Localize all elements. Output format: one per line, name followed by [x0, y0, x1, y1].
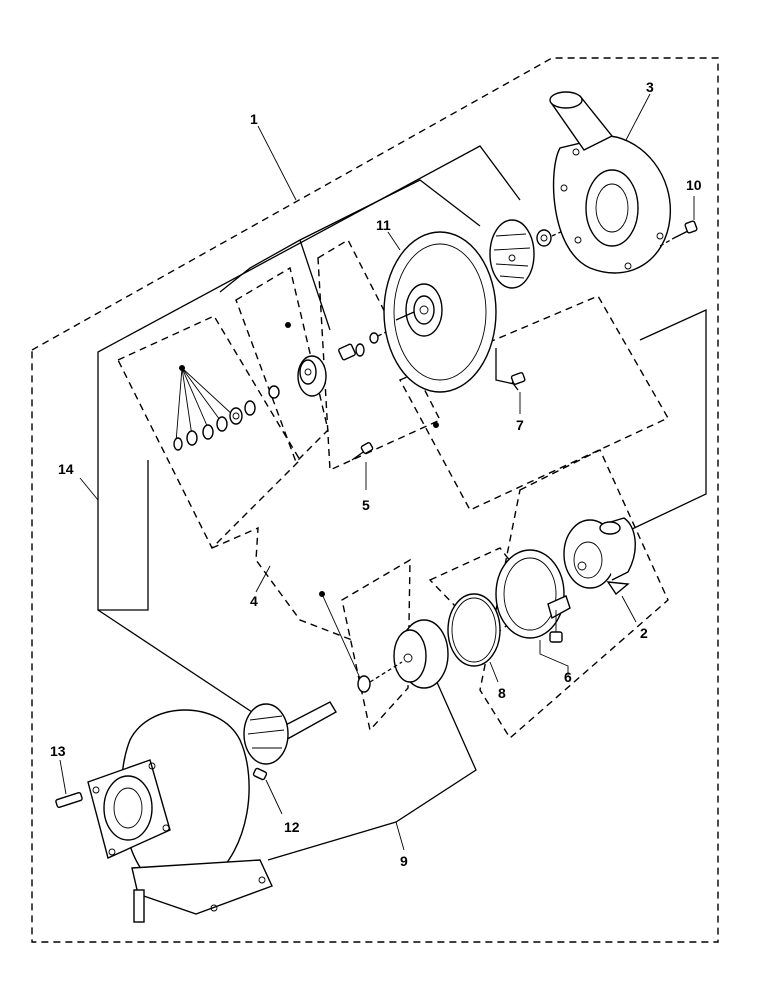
thrust-collar	[297, 355, 327, 397]
bracket-14-lower	[97, 609, 259, 717]
callout-12: 12	[284, 819, 300, 835]
callout-10: 10	[686, 177, 702, 193]
leader-1	[257, 125, 297, 201]
compressor-backplate	[383, 231, 497, 393]
callout-2: 2	[640, 625, 648, 641]
seal-ring-set	[173, 367, 280, 451]
turbine-housing	[87, 709, 273, 923]
callout-8: 8	[498, 685, 506, 701]
bearing-screw	[338, 317, 415, 361]
callout-3: 3	[646, 79, 654, 95]
stud-13	[55, 759, 83, 809]
dowel-pin	[252, 767, 283, 815]
assembly-dot	[285, 322, 291, 328]
group-9-boundary	[341, 558, 411, 732]
assembly-dot	[433, 422, 439, 428]
snap-ring	[321, 593, 403, 693]
callout-11: 11	[376, 217, 391, 233]
bearing-housing	[563, 517, 636, 596]
compressor-housing	[549, 91, 672, 274]
o-ring-8-inner	[451, 597, 497, 663]
leader-11	[387, 231, 401, 251]
callout-9: 9	[400, 853, 408, 869]
leader-14	[79, 477, 99, 501]
screw-7	[510, 372, 526, 414]
compressor-wheel	[489, 219, 535, 289]
callout-7: 7	[516, 417, 524, 433]
leader-3	[625, 93, 651, 141]
callout-14: 14	[58, 461, 74, 477]
bracket-14	[97, 145, 521, 611]
bracket-11-tick	[299, 239, 331, 331]
screw-5	[351, 442, 374, 490]
leader-4	[255, 565, 271, 593]
group-4-lower-boundary	[211, 526, 353, 641]
callout-5: 5	[362, 497, 370, 513]
callout-4: 4	[250, 593, 258, 609]
v-band-clamp	[495, 549, 571, 676]
o-ring-8	[447, 593, 501, 667]
callout-1: 1	[250, 111, 258, 127]
seal-insert	[393, 619, 449, 689]
leader-2	[621, 595, 637, 623]
turbine-shaft-wheel	[243, 701, 337, 765]
leader-8	[489, 661, 499, 683]
leader-9	[395, 821, 405, 851]
group-8-boundary	[428, 547, 541, 641]
bracket-2	[629, 308, 707, 531]
bolt-10	[659, 196, 698, 247]
bracket-7	[495, 348, 515, 385]
callout-13: 13	[50, 743, 66, 759]
callout-6: 6	[564, 669, 572, 685]
assembly-boundary	[31, 57, 719, 943]
bracket-9	[267, 679, 477, 861]
